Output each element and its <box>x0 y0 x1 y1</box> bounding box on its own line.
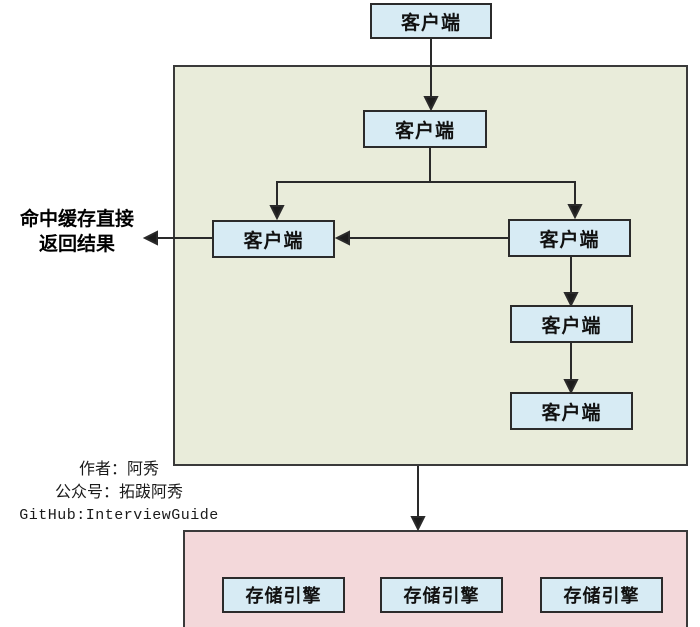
node-storage-engine-3: 存储引擎 <box>540 577 663 613</box>
cache-hit-annotation-line1: 命中缓存直接 <box>19 209 134 230</box>
cache-hit-annotation: 命中缓存直接 返回结果 <box>3 207 151 257</box>
node-client-cache: 客户端 <box>212 220 335 258</box>
node-client-level2: 客户端 <box>508 219 631 257</box>
attribution-author: 作者：阿秀 <box>78 461 159 478</box>
attribution-wechat: 公众号：拓跋阿秀 <box>54 484 183 501</box>
attribution-github: GitHub:InterviewGuide <box>19 507 219 524</box>
node-storage-engine-2: 存储引擎 <box>380 577 503 613</box>
node-client-level3: 客户端 <box>510 305 633 343</box>
node-client-level4: 客户端 <box>510 392 633 430</box>
node-client-root: 客户端 <box>370 3 492 39</box>
node-client-level1: 客户端 <box>363 110 487 148</box>
attribution-block: 作者：阿秀 公众号：拓跋阿秀 GitHub:InterviewGuide <box>0 458 238 527</box>
arrowhead-server-to-storage <box>410 516 426 532</box>
node-storage-engine-1: 存储引擎 <box>222 577 345 613</box>
cache-hit-annotation-line2: 返回结果 <box>38 234 115 255</box>
